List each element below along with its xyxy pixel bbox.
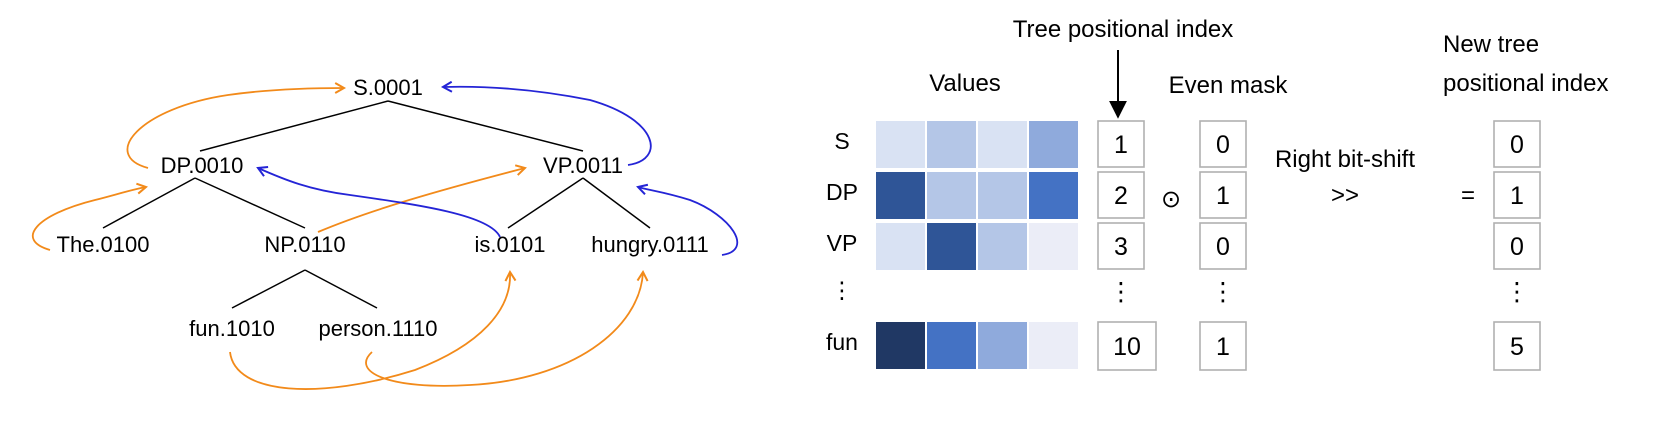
- new-cell-dp: [1493, 171, 1541, 219]
- syntax-tree: S.0001 DP.0010 VP.0011 The.0100 NP.0110 …: [31, 75, 738, 390]
- node-fun: fun.1010: [189, 316, 275, 341]
- index-value-dp: 2: [1114, 182, 1128, 210]
- blue-relations: [256, 80, 738, 256]
- orange-arc-dp-s: [126, 82, 347, 169]
- value-cell-fun-3: [1029, 322, 1078, 369]
- value-cell-dp-2: [978, 172, 1027, 219]
- index-cell-dp: [1097, 171, 1145, 219]
- index-column: 1 2 3 ⋮ 10: [1097, 120, 1157, 371]
- node-hungry: hungry.0111: [591, 232, 708, 257]
- shift-label: Right bit-shift: [1275, 146, 1415, 173]
- mask-title: Even mask: [1169, 72, 1289, 99]
- edge-s-dp: [199, 100, 389, 152]
- node-vp: VP.0011: [543, 153, 623, 178]
- node-is: is.0101: [475, 232, 546, 257]
- value-cell-vp-0: [876, 223, 925, 270]
- row-ellipsis: ⋮: [831, 277, 854, 303]
- value-cell-dp-0: [876, 172, 925, 219]
- index-cell-s: [1097, 120, 1145, 168]
- mask-value-dp: 1: [1216, 182, 1230, 210]
- index-cell-fun: [1097, 321, 1157, 371]
- edge-s-vp: [387, 100, 584, 152]
- mask-cell-fun: [1199, 321, 1247, 371]
- blue-arc-is-dp: [256, 165, 501, 238]
- mask-ellipsis: ⋮: [1211, 278, 1236, 306]
- mask-column: 0 1 0 ⋮ 1: [1199, 120, 1247, 371]
- node-s: S.0001: [353, 75, 423, 100]
- new-value-s: 0: [1510, 131, 1524, 159]
- new-cell-s: [1493, 120, 1541, 168]
- value-cell-dp-1: [927, 172, 976, 219]
- row-label-vp: VP: [827, 230, 858, 256]
- row-label-fun: fun: [826, 329, 858, 355]
- node-the: The.0100: [57, 232, 150, 257]
- index-value-s: 1: [1114, 131, 1128, 159]
- node-dp: DP.0010: [161, 153, 244, 178]
- mask-value-s: 0: [1216, 131, 1230, 159]
- row-label-s: S: [834, 128, 849, 154]
- index-value-fun: 10: [1113, 333, 1141, 361]
- value-cell-fun-2: [978, 322, 1027, 369]
- index-cell-vp: [1097, 222, 1145, 270]
- edge-dp-np: [194, 177, 306, 229]
- node-person: person.1110: [318, 316, 437, 341]
- value-cell-vp-3: [1029, 223, 1078, 270]
- edge-np-person: [304, 269, 378, 309]
- shift-symbol: >>: [1331, 182, 1359, 209]
- new-value-fun: 5: [1510, 333, 1524, 361]
- index-title: Tree positional index: [1013, 16, 1234, 43]
- edge-vp-is: [507, 177, 584, 229]
- index-ellipsis: ⋮: [1109, 278, 1134, 306]
- mask-value-vp: 0: [1216, 233, 1230, 261]
- tree-edges: [102, 100, 651, 309]
- odot-operator: ⊙: [1161, 186, 1181, 213]
- edge-vp-hungry: [582, 177, 651, 229]
- values-title: Values: [929, 70, 1001, 97]
- new-value-vp: 0: [1510, 233, 1524, 261]
- index-value-vp: 3: [1114, 233, 1128, 261]
- value-cell-fun-1: [927, 322, 976, 369]
- value-cell-vp-1: [927, 223, 976, 270]
- blue-arc-vp-s: [440, 80, 652, 166]
- edge-np-fun: [231, 269, 306, 309]
- row-label-dp: DP: [826, 179, 858, 205]
- value-cell-vp-2: [978, 223, 1027, 270]
- mask-cell-vp: [1199, 222, 1247, 270]
- new-cell-vp: [1493, 222, 1541, 270]
- mask-cell-s: [1199, 120, 1247, 168]
- value-cell-s-2: [978, 121, 1027, 168]
- tree-nodes: S.0001 DP.0010 VP.0011 The.0100 NP.0110 …: [57, 75, 709, 341]
- value-cell-s-3: [1029, 121, 1078, 168]
- new-index-title-line2: positional index: [1443, 70, 1608, 97]
- mask-value-fun: 1: [1216, 333, 1230, 361]
- value-cell-dp-3: [1029, 172, 1078, 219]
- value-cell-s-0: [876, 121, 925, 168]
- values-matrix: [876, 121, 1078, 369]
- equals-operator: =: [1461, 182, 1475, 209]
- edge-dp-the: [102, 177, 196, 229]
- orange-arc-np-vp: [317, 164, 527, 233]
- value-cell-fun-0: [876, 322, 925, 369]
- orange-arc-the-dp: [31, 182, 148, 251]
- blue-arc-hungry-vp: [636, 183, 738, 256]
- positional-index-panel: Values Tree positional index Even mask N…: [826, 16, 1608, 371]
- new-cell-fun: [1493, 321, 1541, 371]
- new-ellipsis: ⋮: [1505, 278, 1530, 306]
- node-np: NP.0110: [264, 232, 345, 257]
- orange-arc-fun-is: [229, 269, 517, 390]
- orange-relations: [31, 82, 649, 390]
- new-value-dp: 1: [1510, 182, 1524, 210]
- new-index-column: 0 1 0 ⋮ 5: [1493, 120, 1541, 371]
- orange-arc-person-hungry: [365, 269, 649, 387]
- new-index-title-line1: New tree: [1443, 31, 1539, 58]
- mask-cell-dp: [1199, 171, 1247, 219]
- value-cell-s-1: [927, 121, 976, 168]
